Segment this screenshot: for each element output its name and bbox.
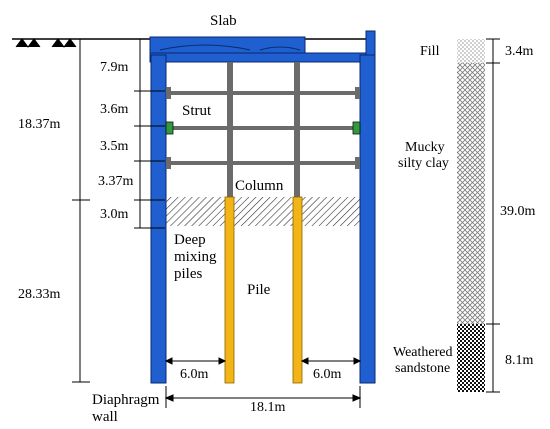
soil-clay-thickness: 39.0m: [500, 204, 536, 219]
label-slab: Slab: [210, 13, 237, 29]
dim-right-gap: 6.0m: [313, 367, 342, 382]
dim-seg-2: 3.6m: [100, 102, 129, 117]
soil-sand-name-2: sandstone: [395, 361, 450, 376]
ground-hatch-icon: [15, 38, 77, 48]
soil-sand-name-1: Weathered: [393, 345, 453, 360]
label-deep-mixing-1: Deep: [174, 232, 206, 248]
soil-sand-thickness: 8.1m: [505, 353, 534, 368]
strut-2: [165, 121, 361, 135]
label-diaphragm-1: Diaphragm: [92, 392, 160, 408]
soil-clay-name-1: Mucky: [405, 140, 445, 155]
soil-layer-fill: [457, 39, 485, 63]
left-dimension-lines: [72, 39, 165, 383]
label-deep-mixing-2: mixing: [174, 249, 217, 265]
strut-1: [166, 87, 360, 99]
label-column: Column: [235, 178, 284, 194]
dim-seg-1: 7.9m: [100, 60, 129, 75]
label-pile: Pile: [247, 282, 271, 298]
dim-total-width: 18.1m: [250, 400, 286, 415]
bottom-dimension-lines: [164, 357, 362, 408]
dim-excavation-depth: 18.37m: [18, 117, 61, 132]
dim-left-gap: 6.0m: [180, 367, 209, 382]
soil-dimension-lines: [486, 38, 500, 393]
deep-mixing-zone: [165, 197, 361, 226]
slab-stub: [365, 30, 376, 56]
dim-wall-below: 28.33m: [18, 287, 61, 302]
slab-curve: [159, 44, 301, 51]
pile-left: [224, 196, 235, 384]
slab-beam: [149, 52, 376, 63]
pile-right: [292, 196, 303, 384]
soil-layer-mucky-clay: [457, 63, 485, 324]
dim-seg-3: 3.5m: [100, 139, 129, 154]
soil-clay-name-2: silty clay: [398, 156, 449, 171]
strut-3: [166, 157, 360, 169]
label-diaphragm-2: wall: [92, 409, 118, 425]
diaphragm-wall-right: [359, 54, 376, 384]
soil-layer-sandstone: [457, 324, 485, 392]
diaphragm-wall-left: [150, 54, 167, 384]
soil-fill-thickness: 3.4m: [505, 44, 534, 59]
dim-seg-5: 3.0m: [100, 207, 129, 222]
dim-seg-4: 3.37m: [98, 174, 134, 189]
soil-fill-name: Fill: [420, 44, 440, 59]
label-deep-mixing-3: piles: [174, 266, 202, 282]
label-strut: Strut: [182, 103, 212, 119]
